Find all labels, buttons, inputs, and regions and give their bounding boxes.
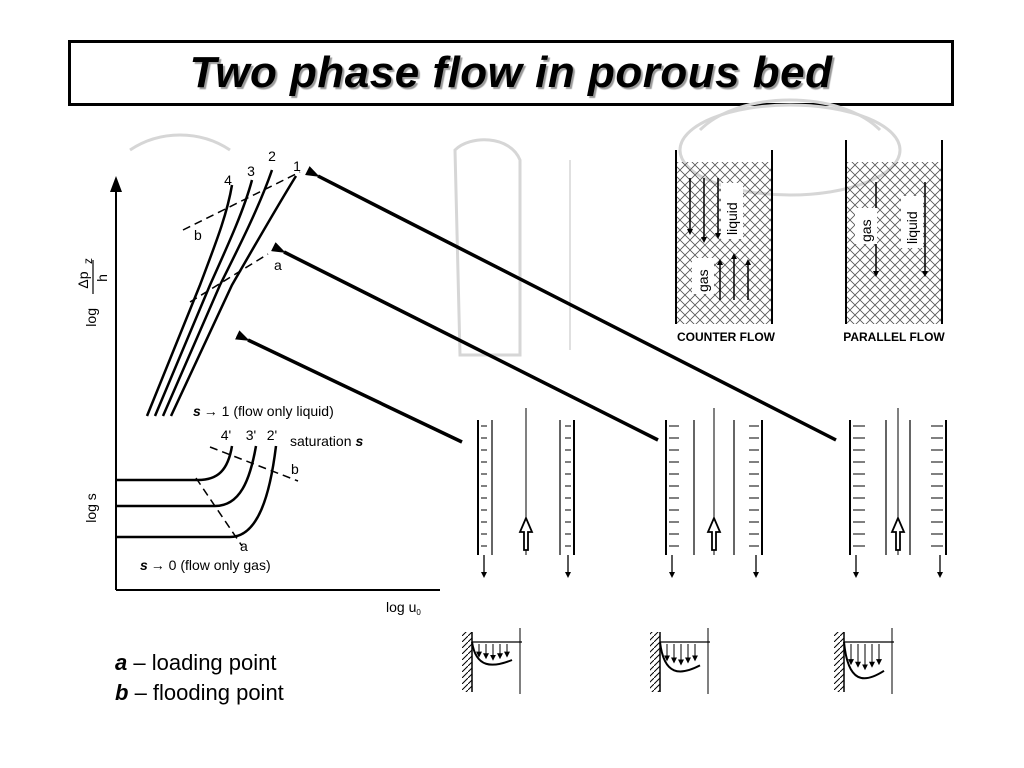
legend: a – loading point b – flooding point bbox=[115, 648, 284, 708]
svg-text:h: h bbox=[94, 274, 110, 282]
parallel-liquid-label: liquid bbox=[904, 211, 920, 244]
counter-flow-column: liquid gas COUNTER FLOW bbox=[675, 150, 776, 344]
arrow-to-curve-1 bbox=[305, 166, 837, 442]
arrow-to-curve-a bbox=[271, 242, 659, 442]
upper-point-label-a: a bbox=[274, 257, 282, 273]
upper-plot: log Δp z h 4 3 2 1 a b s→ 1 (flow only l… bbox=[75, 148, 334, 590]
upper-dashed-b bbox=[182, 171, 301, 231]
regime-3-profile-curve bbox=[843, 641, 885, 680]
regime-2-profile-wall bbox=[650, 632, 660, 692]
lower-dashed-a bbox=[195, 477, 243, 547]
lower-curve-label-4: 4' bbox=[221, 427, 231, 443]
upper-curve-label-1: 1 bbox=[293, 158, 301, 174]
upper-y-label: log Δp z h bbox=[75, 258, 110, 327]
upper-curve-1 bbox=[169, 175, 298, 417]
lower-curve-4 bbox=[116, 445, 234, 482]
title-box: Two phase flow in porous bed bbox=[68, 40, 954, 106]
regime-1-gas-arrow bbox=[518, 515, 534, 551]
counter-gas-label: gas bbox=[695, 269, 711, 292]
lower-x-label: log u0 bbox=[386, 599, 421, 617]
parallel-flow-caption: PARALLEL FLOW bbox=[843, 330, 945, 344]
legend-flooding-point: b – flooding point bbox=[115, 680, 284, 705]
regime-2-profile-curve bbox=[659, 641, 701, 673]
parallel-gas-label: gas bbox=[858, 219, 874, 242]
lower-note: s→ 0 (flow only gas) bbox=[140, 557, 271, 573]
upper-dashed-a bbox=[189, 253, 269, 303]
lower-dashed-b bbox=[209, 446, 299, 482]
lower-point-label-b: b bbox=[291, 461, 299, 477]
upper-curve-4 bbox=[145, 184, 234, 417]
counter-flow-caption: COUNTER FLOW bbox=[677, 330, 776, 344]
y-axis-arrowhead bbox=[110, 176, 122, 192]
connector-arrows bbox=[235, 166, 837, 444]
upper-curve-label-2: 2 bbox=[268, 148, 276, 164]
svg-text:Δp: Δp bbox=[75, 271, 91, 288]
lower-curve-3 bbox=[116, 445, 258, 508]
counter-liquid-label: liquid bbox=[724, 202, 740, 235]
flow-regime-schematics bbox=[462, 408, 947, 694]
svg-text:z: z bbox=[81, 258, 95, 264]
arrow-to-lower bbox=[235, 330, 463, 444]
upper-note: s→ 1 (flow only liquid) bbox=[193, 403, 334, 419]
svg-text:s→ 0 (flow only gas): s→ 0 (flow only gas) bbox=[140, 557, 271, 573]
lower-point-label-a: a bbox=[240, 538, 248, 554]
lower-curve-2 bbox=[116, 445, 278, 539]
regime-3-gas-arrow bbox=[890, 515, 906, 551]
parallel-flow-column: gas liquid PARALLEL FLOW bbox=[843, 140, 945, 344]
slide-title: Two phase flow in porous bed bbox=[189, 48, 833, 97]
lower-curve-label-3: 3' bbox=[246, 427, 256, 443]
upper-curve-3 bbox=[153, 179, 254, 417]
lower-y-label: log s bbox=[83, 493, 99, 523]
regime-2-gas-arrow bbox=[706, 515, 722, 551]
upper-curve-label-3: 3 bbox=[247, 163, 255, 179]
svg-text:log u0: log u0 bbox=[386, 599, 421, 617]
svg-text:log: log bbox=[83, 308, 99, 327]
legend-loading-point: a – loading point bbox=[115, 650, 277, 675]
svg-text:s→ 1 (flow only liquid): s→ 1 (flow only liquid) bbox=[193, 403, 334, 419]
regime-3-profile-wall bbox=[834, 632, 844, 692]
regime-1-profile-wall bbox=[462, 632, 472, 692]
upper-point-label-b: b bbox=[194, 227, 202, 243]
regime-1-profile-curve bbox=[471, 641, 513, 666]
lower-curve-label-2: 2' bbox=[267, 427, 277, 443]
upper-curve-label-4: 4 bbox=[224, 172, 232, 188]
upper-curve-2 bbox=[161, 169, 274, 417]
watermark-drawing bbox=[129, 98, 902, 357]
